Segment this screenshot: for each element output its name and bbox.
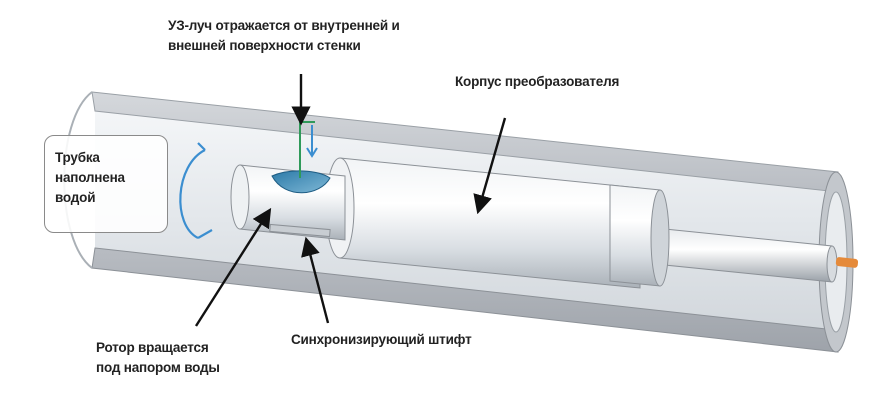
housing-pointer — [473, 117, 507, 215]
housing-label: Корпус преобразователя — [455, 74, 620, 89]
cable-tip — [835, 257, 859, 268]
sync-pin-label: Синхронизирующий штифт — [291, 332, 472, 347]
water-tube-callout: Трубка наполнена водой — [44, 135, 168, 233]
rotor-pointer — [194, 207, 272, 327]
beam-label: УЗ-луч отражается от внутренней и внешне… — [168, 18, 400, 53]
cable — [654, 227, 859, 283]
water-tube-label: Трубка наполнена водой — [55, 150, 125, 205]
rotor — [230, 164, 346, 241]
rotor-label: Ротор вращается под напором воды — [96, 340, 220, 375]
rotation-arrow-icon — [179, 142, 213, 239]
pin-pointer — [301, 236, 330, 324]
pointer-arrows — [194, 74, 507, 327]
transducer-housing — [325, 157, 670, 289]
